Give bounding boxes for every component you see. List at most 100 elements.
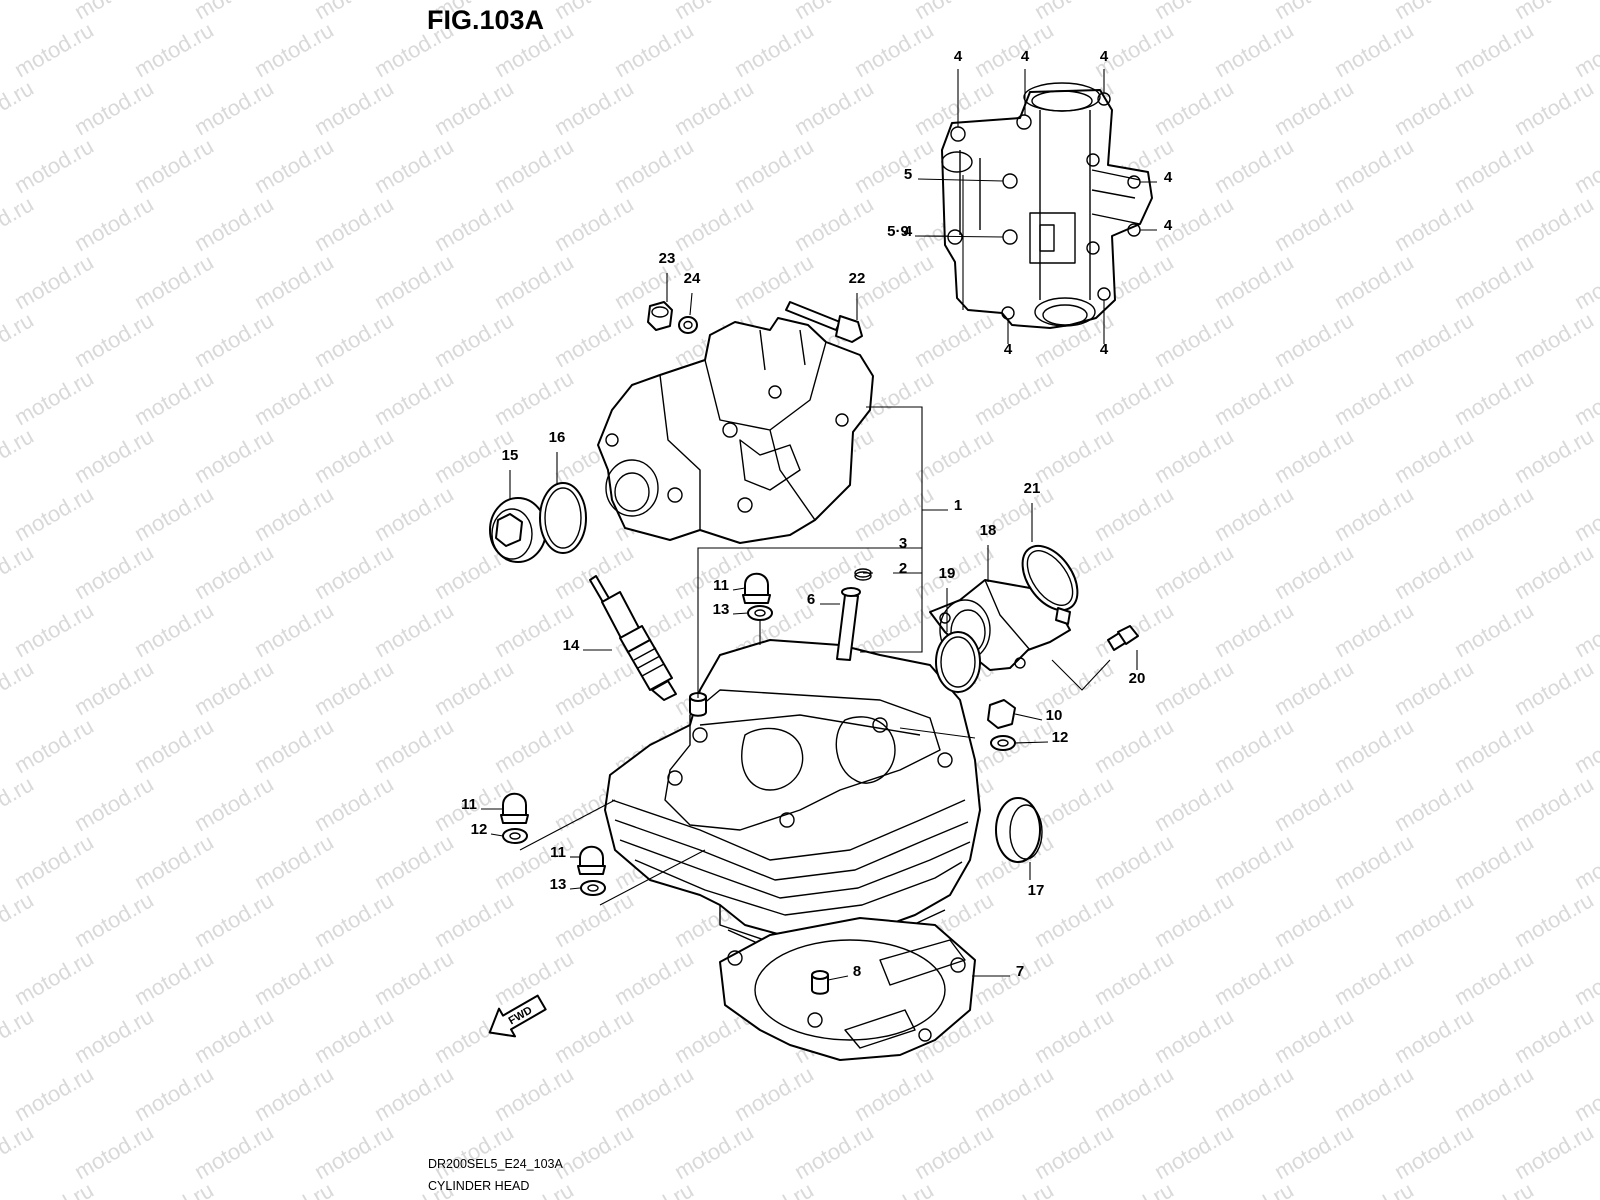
watermark-text: motod.ru (1330, 597, 1418, 662)
watermark-text: motod.ru (1270, 771, 1358, 836)
callout-label: 18 (980, 522, 997, 539)
watermark-text: motod.ru (1270, 1003, 1358, 1068)
watermark-text: motod.ru (850, 481, 938, 546)
watermark-text: motod.ru (1090, 1177, 1178, 1200)
watermark-text: motod.ru (1030, 1119, 1118, 1184)
watermark-text: motod.ru (910, 1119, 998, 1184)
watermark-text: motod.ru (1270, 307, 1358, 372)
watermark-text: motod.ru (1090, 481, 1178, 546)
camshaft-holder-part (597, 317, 874, 544)
watermark-text: motod.ru (610, 17, 698, 82)
watermark-text: motod.ru (10, 713, 98, 778)
watermark-text: motod.ru (790, 75, 878, 140)
watermark-text: motod.ru (250, 481, 338, 546)
nut-part (647, 301, 673, 331)
watermark-text: motod.ru (1210, 1061, 1298, 1126)
watermark-text: motod.ru (130, 481, 218, 546)
callout-label: 6 (807, 591, 815, 608)
callout-label: 12 (471, 821, 488, 838)
callout-label: 5·9 (887, 223, 909, 240)
watermark-text: motod.ru (1510, 307, 1598, 372)
watermark-text: motod.ru (1570, 481, 1600, 546)
watermark-text: motod.ru (730, 1061, 818, 1126)
watermark-text: motod.ru (1150, 307, 1238, 372)
washer-part (678, 316, 698, 334)
callout-label: 16 (549, 429, 566, 446)
o-ring-part (539, 482, 587, 554)
callout-label: 4 (1164, 169, 1173, 186)
watermark-text: motod.ru (550, 655, 638, 720)
watermark-text: motod.ru (1330, 365, 1418, 430)
watermark-text: motod.ru (1570, 365, 1600, 430)
watermark-text: motod.ru (250, 17, 338, 82)
dowel-pin-part (811, 970, 829, 995)
watermark-text: motod.ru (1450, 249, 1538, 314)
watermark-text: motod.ru (10, 481, 98, 546)
watermark-text: motod.ru (430, 887, 518, 952)
watermark-text: motod.ru (70, 539, 158, 604)
figure-title: FIG.103A (427, 5, 544, 35)
watermark-text: motod.ru (1150, 1003, 1238, 1068)
watermark-text: motod.ru (310, 539, 398, 604)
watermark-text: motod.ru (1390, 771, 1478, 836)
watermark-text: motod.ru (1330, 17, 1418, 82)
watermark-text: motod.ru (10, 597, 98, 662)
watermark-text: motod.ru (1450, 133, 1538, 198)
watermark-text: motod.ru (70, 191, 158, 256)
watermark-text: motod.ru (670, 191, 758, 256)
watermark-text: motod.ru (490, 249, 578, 314)
watermark-text: motod.ru (250, 945, 338, 1010)
watermark-text: motod.ru (310, 423, 398, 488)
watermark-text: motod.ru (190, 771, 278, 836)
watermark-text: motod.ru (1450, 945, 1538, 1010)
callout-label: 14 (563, 637, 580, 654)
watermark-text: motod.ru (850, 1061, 938, 1126)
watermark-text: motod.ru (430, 655, 518, 720)
watermark-text: motod.ru (1510, 75, 1598, 140)
watermark-text: motod.ru (130, 133, 218, 198)
watermark-text: motod.ru (1150, 1119, 1238, 1184)
watermark-text: motod.ru (550, 307, 638, 372)
watermark-text: motod.ru (850, 1177, 938, 1200)
watermark-text: motod.ru (550, 191, 638, 256)
watermark-text: motod.ru (1570, 945, 1600, 1010)
watermark-text: motod.ru (1510, 1003, 1598, 1068)
watermark-text: motod.ru (1030, 1003, 1118, 1068)
watermark-text: motod.ru (190, 1119, 278, 1184)
watermark-text: motod.ru (190, 307, 278, 372)
watermark-text: motod.ru (370, 1061, 458, 1126)
cap-nut-left-part (500, 792, 529, 844)
intake-bolt-part (1107, 625, 1139, 651)
watermark-text: motod.ru (1570, 1177, 1600, 1200)
watermark-text: motod.ru (1450, 597, 1538, 662)
watermark-text: motod.ru (1210, 945, 1298, 1010)
watermark-text: motod.ru (130, 365, 218, 430)
watermark-text: motod.ru (1450, 365, 1538, 430)
watermark-text: motod.ru (1510, 423, 1598, 488)
callout-label: 3 (899, 535, 907, 552)
watermark-text: motod.ru (490, 365, 578, 430)
watermark-text: motod.ru (610, 945, 698, 1010)
callout-label: 4 (1004, 341, 1013, 358)
cap-nut-lower-part (577, 845, 606, 896)
callout-label: 20 (1129, 670, 1146, 687)
callout-label: 2 (899, 560, 907, 577)
watermark-text: motod.ru (1450, 481, 1538, 546)
watermark-text: motod.ru (1390, 1119, 1478, 1184)
watermark-text: motod.ru (1150, 539, 1238, 604)
watermark-text: motod.ru (250, 1061, 338, 1126)
watermark-text: motod.ru (310, 1119, 398, 1184)
watermark-text: motod.ru (370, 365, 458, 430)
watermark-text: motod.ru (130, 829, 218, 894)
cylinder-head-gasket-part (719, 917, 976, 1061)
watermark-text: motod.ru (1570, 1061, 1600, 1126)
watermark-text: motod.ru (1090, 365, 1178, 430)
watermark-text: motod.ru (190, 655, 278, 720)
watermark-text: motod.ru (1330, 481, 1418, 546)
watermark-text: motod.ru (310, 307, 398, 372)
watermark-text: motod.ru (70, 887, 158, 952)
watermark-text: motod.ru (550, 887, 638, 952)
watermark-text: motod.ru (130, 597, 218, 662)
watermark-text: motod.ru (730, 249, 818, 314)
